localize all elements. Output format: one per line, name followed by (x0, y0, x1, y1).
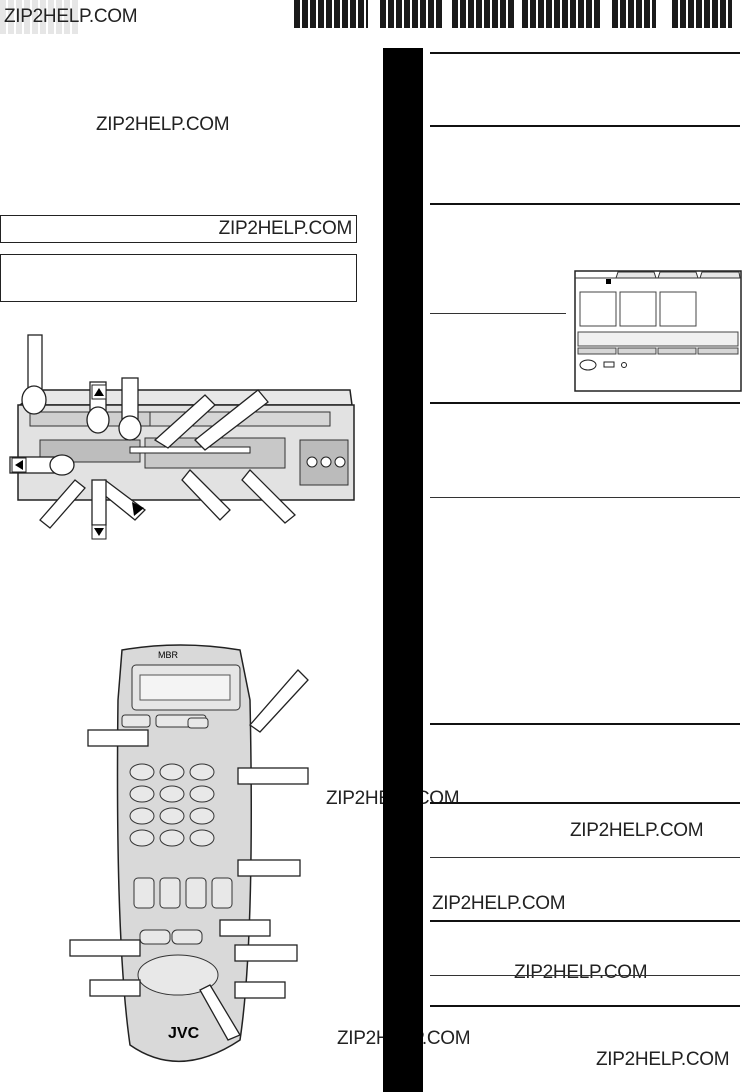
header-strip-4 (522, 0, 600, 28)
section-divider (430, 497, 740, 498)
header-strip-left (0, 0, 80, 34)
watermark-text: ZIP2HELP.COM (570, 820, 704, 841)
watermark-text: ZIP2HELP.COM (4, 6, 138, 27)
section-divider (430, 52, 740, 54)
section-divider (430, 1005, 740, 1007)
remote-model-label: MBR (158, 650, 179, 660)
section-divider (430, 975, 740, 976)
watermark-text: ZIP2HELP.COM (514, 962, 648, 983)
section-divider (430, 857, 740, 858)
watermark-text: ZIP2HELP.COM (432, 893, 566, 914)
header-strip-6 (672, 0, 732, 28)
vcr-front-panel-illustration (9, 334, 355, 540)
section-divider (430, 802, 740, 804)
watermark-text: ZIP2HELP.COM (596, 1049, 730, 1070)
header-strip-3 (452, 0, 514, 28)
note-box (0, 254, 357, 302)
heading-box: ZIP2HELP.COM (0, 215, 357, 243)
section-divider (430, 313, 566, 314)
remote-control-illustration: MBR JVC (69, 644, 309, 1062)
watermark-text: ZIP2HELP.COM (96, 114, 230, 135)
section-divider (430, 723, 740, 725)
section-divider (430, 920, 740, 922)
section-divider (430, 402, 740, 404)
section-divider (430, 203, 740, 205)
header-strip-2 (380, 0, 444, 28)
header-strip-5 (612, 0, 656, 28)
header-strip-1 (294, 0, 368, 28)
section-tab-band (383, 48, 423, 1092)
remote-brand-logo: JVC (168, 1025, 200, 1042)
watermark-text: ZIP2HELP.COM (218, 218, 353, 239)
section-divider (430, 125, 740, 127)
on-screen-display-illustration (574, 270, 742, 392)
